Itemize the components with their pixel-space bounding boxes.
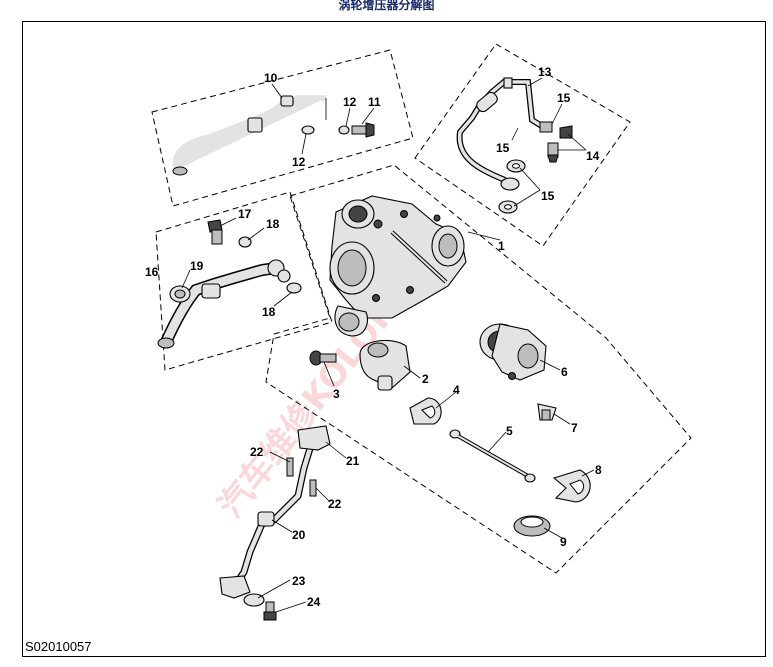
washers-15	[498, 159, 526, 214]
callout-22-bottom: 22	[328, 497, 342, 511]
bolt-11	[351, 122, 375, 138]
callout-15-left: 15	[496, 141, 510, 155]
callout-5: 5	[506, 424, 513, 438]
group-outline-16	[155, 191, 333, 371]
callout-10: 10	[264, 71, 278, 85]
bolt-24	[263, 601, 277, 621]
callout-1: 1	[498, 239, 505, 253]
turbocharger	[329, 195, 467, 337]
actuator-6	[479, 323, 547, 381]
plug-7	[537, 403, 557, 421]
clip-8	[552, 469, 591, 503]
coolant-pipe	[157, 259, 291, 349]
gasket-23	[243, 593, 265, 607]
callout-2: 2	[422, 372, 429, 386]
seal-ring-9	[513, 515, 551, 537]
hose-clip-19	[169, 285, 191, 303]
callout-8: 8	[595, 463, 602, 477]
callout-6: 6	[561, 365, 568, 379]
callout-17: 17	[238, 207, 252, 221]
callout-15-bottom: 15	[541, 189, 555, 203]
callout-12-bottom: 12	[292, 155, 306, 169]
callout-20: 20	[292, 528, 306, 542]
callout-12-top: 12	[343, 95, 357, 109]
callout-14: 14	[586, 149, 600, 163]
callout-23: 23	[292, 574, 306, 588]
callout-18-top: 18	[266, 217, 280, 231]
diagram-frame	[22, 21, 766, 657]
callout-9: 9	[560, 535, 567, 549]
oil-feed-pipe	[456, 77, 547, 183]
banjo-bolt-15	[539, 121, 573, 163]
callout-22-top: 22	[250, 445, 264, 459]
bolt-17	[207, 219, 223, 245]
callout-labels: 10 11 12 12 13 14 15 15 15 1 16 17 18 18…	[145, 65, 602, 609]
clip-4	[409, 397, 442, 425]
leader-lines	[181, 77, 595, 613]
figure-code: S02010057	[25, 639, 92, 654]
callout-16: 16	[145, 265, 159, 279]
callout-18-bottom: 18	[262, 305, 276, 319]
bolt-3	[309, 350, 337, 366]
group-outline-1	[265, 164, 692, 574]
page-title: 涡轮增压器分解图	[338, 0, 435, 12]
oil-drain-pipe-20	[219, 425, 331, 599]
rod-5	[449, 429, 536, 483]
oil-return-pipe	[172, 95, 327, 176]
callout-4: 4	[453, 383, 460, 397]
callout-19: 19	[190, 259, 204, 273]
callout-24: 24	[307, 595, 321, 609]
callout-3: 3	[333, 387, 340, 401]
callout-13: 13	[538, 65, 552, 79]
callout-15-top: 15	[557, 91, 571, 105]
callout-11: 11	[368, 95, 381, 109]
elbow-2	[359, 339, 411, 391]
callout-7: 7	[571, 421, 578, 435]
gasket-12	[301, 125, 350, 135]
watermark: 汽车维修KOLOK	[211, 290, 407, 525]
callout-21: 21	[346, 454, 360, 468]
group-outline-13	[414, 43, 631, 247]
group-outline-10	[151, 49, 414, 207]
